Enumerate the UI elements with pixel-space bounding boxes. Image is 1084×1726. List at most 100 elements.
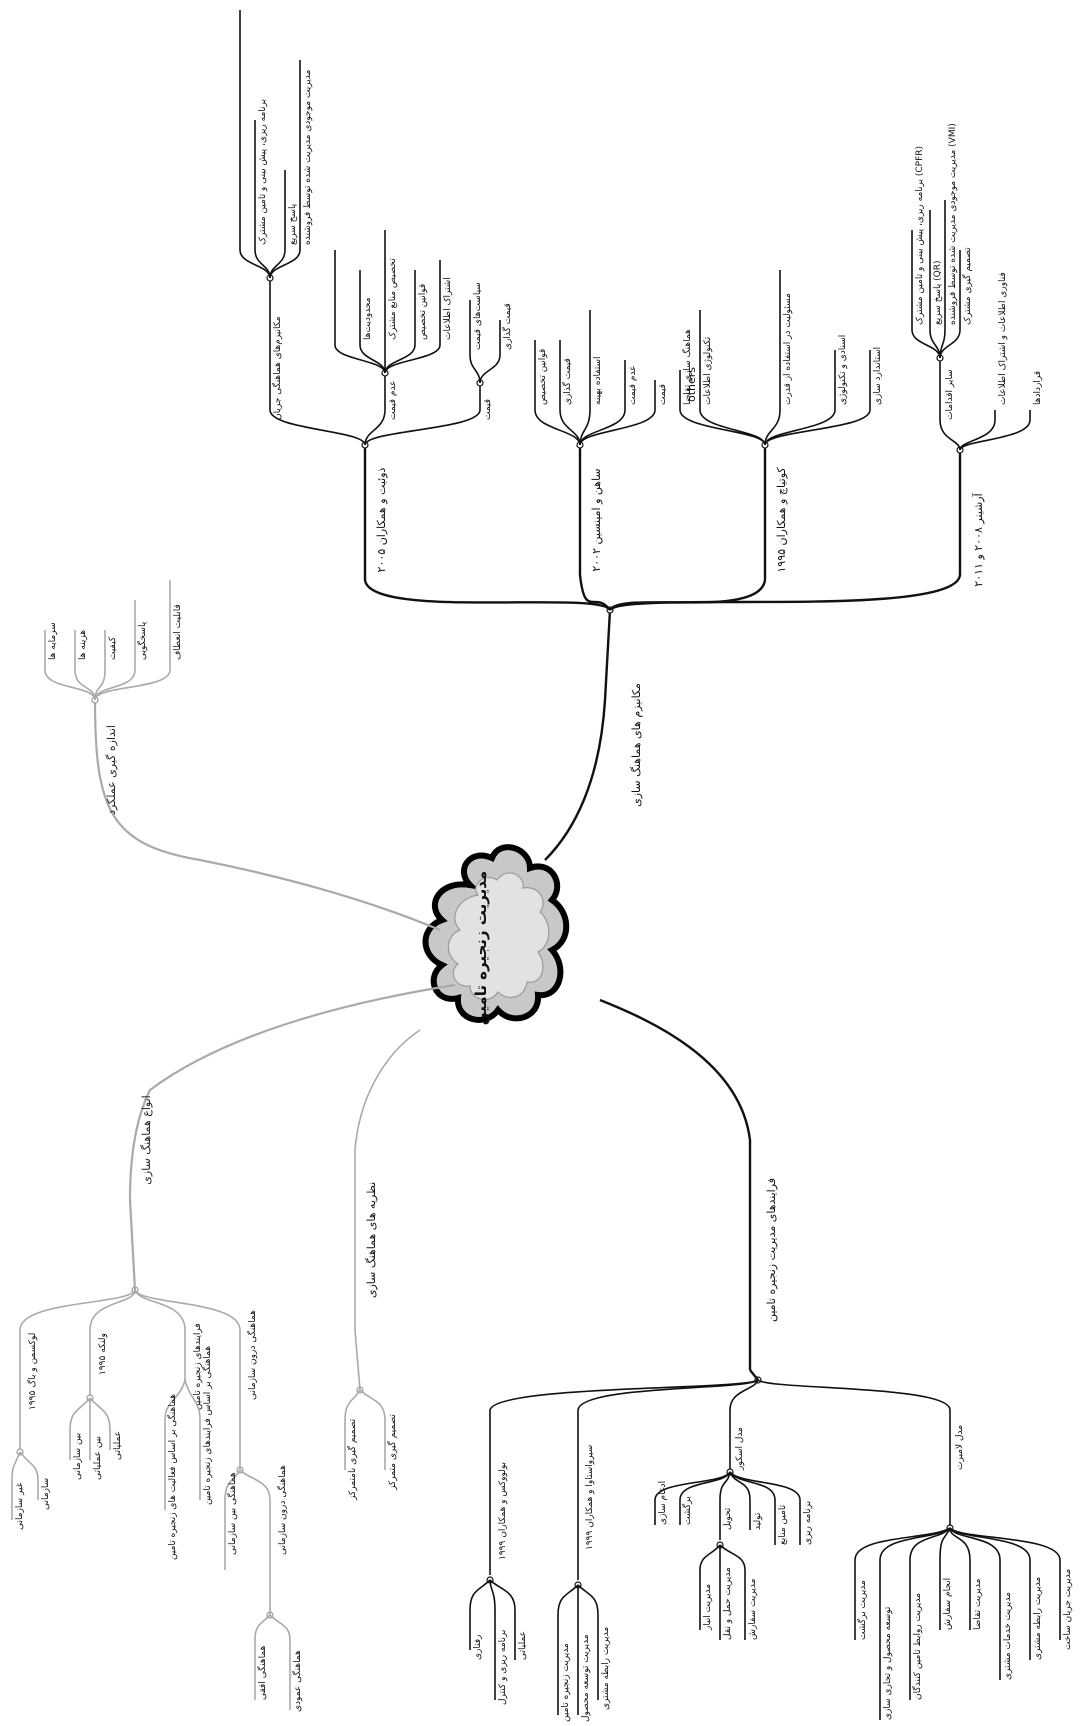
a3-line-3 — [580, 310, 590, 445]
central-topic-label: مدیریت زنجیره تامین — [472, 871, 490, 1025]
types-inter-l1 — [240, 1470, 270, 1560]
proc-m2: مدل اسکور — [735, 1427, 745, 1471]
m4-l2 — [490, 1580, 495, 1700]
a4-flow-2: پاسخ سریع — [288, 203, 298, 245]
theory-title: نظریه های هماهنگ سازی — [365, 1182, 378, 1298]
a4-item-1: قیمت — [483, 399, 493, 420]
m1-item-1: مدیریت جریان ساخت — [1063, 1569, 1073, 1650]
a4-line-1 — [365, 385, 480, 445]
meas-item-1: قابلیت انعطاف — [173, 604, 183, 660]
theory-item-1: تصمیم گیری متمرکز — [386, 1414, 398, 1491]
m4-item-1: عملیاتی — [518, 1631, 528, 1660]
a4-flow-3: برنامه ریزی، پیش بینی و تامین مشترک — [257, 99, 268, 245]
proc-m1: مدل لامبرت — [955, 1425, 965, 1470]
m3-item-2: مدیریت توسعه محصول — [581, 1634, 591, 1722]
types-3-item-1: عملیاتی — [113, 1431, 123, 1460]
a1-sub-2: مدیریت موجودی مدیریت شده توسط فروشنده (V… — [948, 123, 958, 325]
processes-stem — [750, 1370, 758, 1380]
types-title: انواع هماهنگ سازی — [140, 1095, 153, 1184]
m1-item-2: مدیریت رابطه مشتری — [1033, 1577, 1043, 1660]
a2-item-3: مسئولیت در استفاده از قدرت — [783, 293, 793, 405]
meas-item-2: پاسخگویی — [136, 621, 148, 660]
types-stem — [130, 1200, 135, 1290]
central-node[interactable]: مدیریت زنجیره تامین — [426, 847, 567, 1025]
a4-item-3: مکانیزم‌های هماهنگی جریان — [271, 316, 283, 420]
processes-title: فرایندهای مدیریت زنجیره تامین — [765, 1178, 778, 1322]
types-3-item-3: بین سازمانی — [73, 1433, 83, 1480]
a3-item-1: قیمت — [658, 384, 668, 405]
m2-item-3: تولید — [753, 1512, 763, 1530]
m4-item-3: رفتاری — [473, 1635, 483, 1661]
m2-item-6: ادغام سازی — [658, 1481, 668, 1525]
a4-line-3 — [270, 280, 365, 445]
a1-item-2: فناوری اطلاعات و اشتراک اطلاعات — [997, 272, 1008, 405]
a2-item-1: استاندارد سازی — [873, 347, 883, 405]
a3-item-2: عدم قیمت — [628, 365, 638, 405]
types-sub-3: ولنکه ۱۹۹۵ — [98, 1333, 108, 1375]
m1-item-4: مدیریت تقاضا — [973, 1578, 983, 1630]
a4-sub-3: اشتراک اطلاعات — [442, 277, 453, 340]
mechanisms-title: مکانیزم های هماهنگ سازی — [630, 683, 643, 807]
branch-processes-line — [600, 1000, 750, 1370]
types-vert-l1 — [270, 1615, 290, 1710]
a4-item-2: عدم قیمت — [388, 380, 398, 420]
types-line-1 — [135, 1290, 240, 1420]
m2-sub-2: مدیریت حمل و نقل — [723, 1567, 733, 1640]
meas-item-5: سرمایه ها — [48, 622, 58, 660]
a1-sub-4: برنامه ریزی، پیش بینی و تامین مشترک (CPF… — [914, 146, 925, 325]
theory-line-1 — [360, 1390, 385, 1470]
a3-item-3: استفاده بهینه — [593, 356, 603, 405]
proc-line-m1 — [758, 1380, 950, 1525]
types-line-2 — [135, 1290, 185, 1380]
mech-author-4-line — [365, 445, 610, 610]
m2-item-4: تحویل — [723, 1507, 733, 1530]
proc-m3: سیرواستاوا و همکاران ۱۹۹۹ — [585, 1445, 595, 1550]
a2-item-4: تکنولوژی اطلاعات — [703, 336, 713, 405]
a3-item-4: قیمت گذاری — [561, 358, 573, 405]
a4-price-l1 — [480, 320, 500, 383]
meas-line-3 — [95, 630, 105, 700]
meas-line-1 — [95, 580, 170, 700]
types-2-item-3: هماهنگی عمودی — [291, 1650, 303, 1712]
m1-item-7: توسعه محصول و تجاری سازی — [883, 1606, 893, 1720]
mech-author-2-line — [610, 445, 765, 610]
meas-item-4: هزینه ها — [78, 630, 88, 660]
a4-sub-1: قیمت گذاری — [501, 303, 513, 350]
m2-item-5: برگشت — [681, 1496, 693, 1525]
a2-line-2 — [765, 350, 835, 445]
m2-sub-3: مدیریت انبار — [703, 1584, 713, 1631]
types-2-item-1: هماهنگی درون سازمانی — [276, 1465, 288, 1555]
a4-sub-2: سیاست‌های قیمت — [473, 282, 483, 350]
a2-item-2: اسنادی و تکنولوژی — [838, 335, 848, 405]
proc-m4: بولووکس و همکاران ۱۹۹۹ — [498, 1462, 508, 1560]
types-4-item-1: سازمانی — [41, 1478, 51, 1510]
meas-item-3: کیفیت — [108, 636, 118, 660]
types-line-3 — [90, 1290, 135, 1395]
types-2-item-4: هماهنگی افقی — [256, 1645, 268, 1700]
branch-types-line — [130, 985, 455, 1200]
a1-sub-1: تصمیم گیری مشترک — [961, 247, 973, 325]
mech-author-2: کوتیاچ و همکاران ۱۹۹۵ — [775, 467, 788, 573]
a1-item-3: سایر اقدامات — [945, 369, 955, 420]
a1-sub-3: پاسخ سریع (QR) — [933, 261, 943, 326]
a4-sub-4: قوانین تخصیص — [418, 284, 428, 340]
a1-item-1: قراردادها — [1033, 371, 1043, 405]
a4-flow-1: مدیریت موجودی مدیریت شده توسط فروشنده — [303, 70, 313, 245]
types-sub-2: فرایندهای زنجیره تامین — [193, 1323, 203, 1410]
branch-mechanisms-line — [545, 610, 610, 860]
m2-item-1: برنامه ریزی — [803, 1501, 813, 1545]
m1-item-3: مدیریت خدمات مشتری — [1003, 1592, 1013, 1680]
m1-item-6: مدیریت روابط تامین کنندگان — [911, 1593, 923, 1700]
a2-others: others — [685, 367, 698, 402]
proc-line-m3 — [578, 1380, 758, 1580]
types-sub-4: لوکسمن و باگ ۱۹۹۵ — [26, 1333, 38, 1410]
a4-sub-6: محدودیت‌ها — [363, 297, 373, 340]
measurement-title: اندازه گیری عملکرد — [105, 725, 118, 815]
a3-item-5: قوانین تخصیص — [538, 349, 548, 405]
a2-line-3 — [765, 270, 780, 445]
theory-stem — [355, 1330, 360, 1390]
m1-item-8: مدیریت برگشت — [856, 1580, 868, 1640]
m2-item-2: تامین منابع — [778, 1504, 788, 1545]
mech-author-1: آرشینر ۲۰۰۸ و ۲۰۱۱ — [971, 492, 985, 586]
